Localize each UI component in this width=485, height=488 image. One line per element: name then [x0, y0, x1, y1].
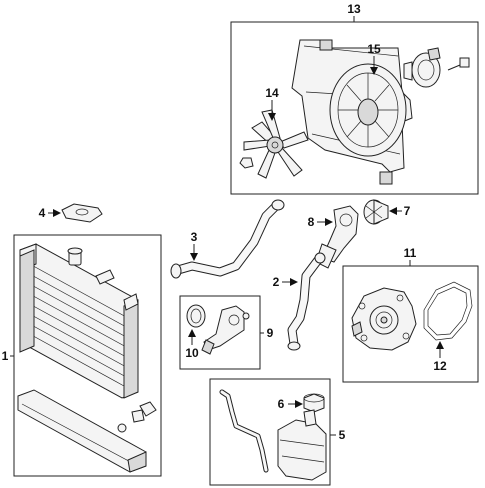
callout-5[interactable]: 5	[339, 428, 346, 442]
reservoir-tank-drawing	[277, 409, 327, 481]
callout-7[interactable]: 7	[404, 204, 411, 218]
fan-blade-drawing	[239, 109, 309, 179]
radiator-cap-drawing	[61, 203, 103, 223]
fan-bolt-drawing	[447, 57, 470, 71]
thermostat-group: 8 7	[308, 199, 411, 269]
reservoir-group: 5 6	[209, 378, 346, 486]
reservoir-cap-drawing	[303, 393, 325, 413]
water-pump-drawing	[351, 287, 417, 351]
radiator-drawing	[19, 243, 139, 399]
callout-8[interactable]: 8	[308, 215, 315, 229]
gasket-ring-drawing	[186, 304, 206, 328]
callout-15[interactable]: 15	[367, 42, 381, 56]
lower-hose-group: 2	[273, 252, 326, 351]
overflow-hose-drawing	[219, 389, 269, 473]
lower-tank-drawing	[17, 389, 147, 473]
upper-hose-group: 3	[170, 199, 285, 279]
callout-6[interactable]: 6	[278, 397, 285, 411]
water-pump-group: 11 12	[342, 246, 479, 383]
drain-plug-drawing	[117, 401, 157, 433]
pump-gasket-drawing	[423, 281, 473, 341]
radiator-group: 1	[2, 234, 162, 477]
fan-shroud-drawing	[291, 39, 413, 185]
upper-hose-drawing	[170, 199, 285, 279]
callout-2[interactable]: 2	[273, 275, 280, 289]
fan-shroud-group: 13 15	[230, 2, 479, 195]
callout-4[interactable]: 4	[39, 206, 46, 220]
callout-14[interactable]: 14	[265, 86, 279, 100]
callout-13[interactable]: 13	[347, 2, 361, 16]
callout-12[interactable]: 12	[433, 359, 447, 373]
water-inlet-group: 9 10	[179, 295, 274, 370]
fan-motor-drawing	[403, 47, 441, 88]
water-inlet-drawing	[201, 305, 250, 355]
water-outlet-drawing	[315, 205, 359, 269]
reservoir-box	[209, 378, 331, 486]
callout-1[interactable]: 1	[2, 349, 9, 363]
callout-10[interactable]: 10	[185, 346, 199, 360]
callout-3[interactable]: 3	[191, 230, 198, 244]
radiator-cap-group: 4	[39, 203, 103, 223]
thermostat-drawing	[363, 199, 389, 225]
callout-9[interactable]: 9	[267, 326, 274, 340]
lower-hose-drawing	[287, 252, 326, 351]
callout-11[interactable]: 11	[404, 246, 417, 260]
